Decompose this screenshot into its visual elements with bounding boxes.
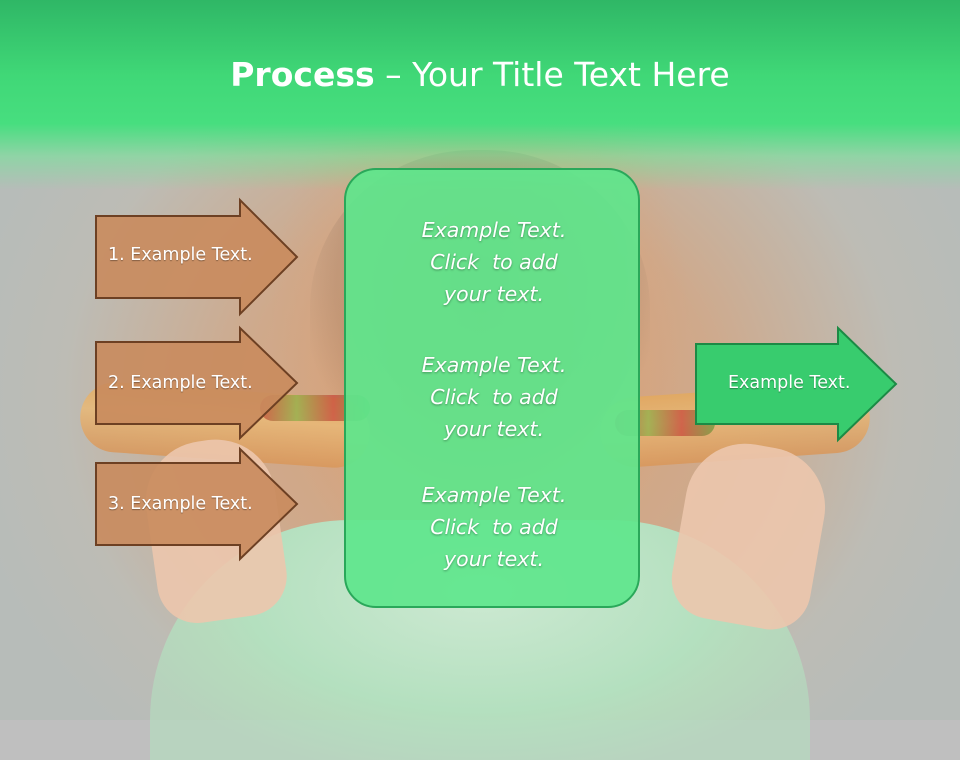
- title-bold: Process: [230, 55, 375, 94]
- left-arrow-2[interactable]: [94, 325, 300, 444]
- right-arrow-label: Example Text.: [728, 373, 851, 393]
- title-banner: [0, 0, 960, 190]
- center-text-line: Click to add: [430, 385, 558, 409]
- center-text-line: your text.: [444, 282, 544, 306]
- center-text-block-2: Example Text. Click to add your text.: [346, 349, 642, 445]
- left-arrow-2-label: 2. Example Text.: [108, 373, 253, 393]
- slide-title[interactable]: Process – Your Title Text Here: [0, 54, 960, 96]
- left-arrow-3-label: 3. Example Text.: [108, 494, 253, 514]
- left-arrow-3[interactable]: [94, 446, 300, 565]
- center-text-line: Example Text.: [421, 483, 567, 507]
- center-text-line: Example Text.: [421, 353, 567, 377]
- center-text-line: Example Text.: [421, 218, 567, 242]
- center-text-box[interactable]: Example Text. Click to add your text. Ex…: [344, 168, 640, 608]
- center-text-line: Click to add: [430, 250, 558, 274]
- right-arrow-shape: [695, 325, 898, 443]
- left-arrow-1[interactable]: [94, 197, 300, 317]
- left-arrow-1-shape: [95, 197, 299, 317]
- center-text-line: your text.: [444, 417, 544, 441]
- photo-hand-right: [665, 434, 835, 636]
- center-text-line: Click to add: [430, 515, 558, 539]
- center-text-line: your text.: [444, 547, 544, 571]
- title-rest: – Your Title Text Here: [374, 55, 730, 94]
- right-arrow[interactable]: [694, 325, 900, 444]
- center-text-block-3: Example Text. Click to add your text.: [346, 479, 642, 575]
- center-text-block-1: Example Text. Click to add your text.: [346, 214, 642, 310]
- left-arrow-3-shape: [95, 446, 299, 562]
- left-arrow-1-label: 1. Example Text.: [108, 245, 253, 265]
- left-arrow-2-shape: [95, 325, 299, 441]
